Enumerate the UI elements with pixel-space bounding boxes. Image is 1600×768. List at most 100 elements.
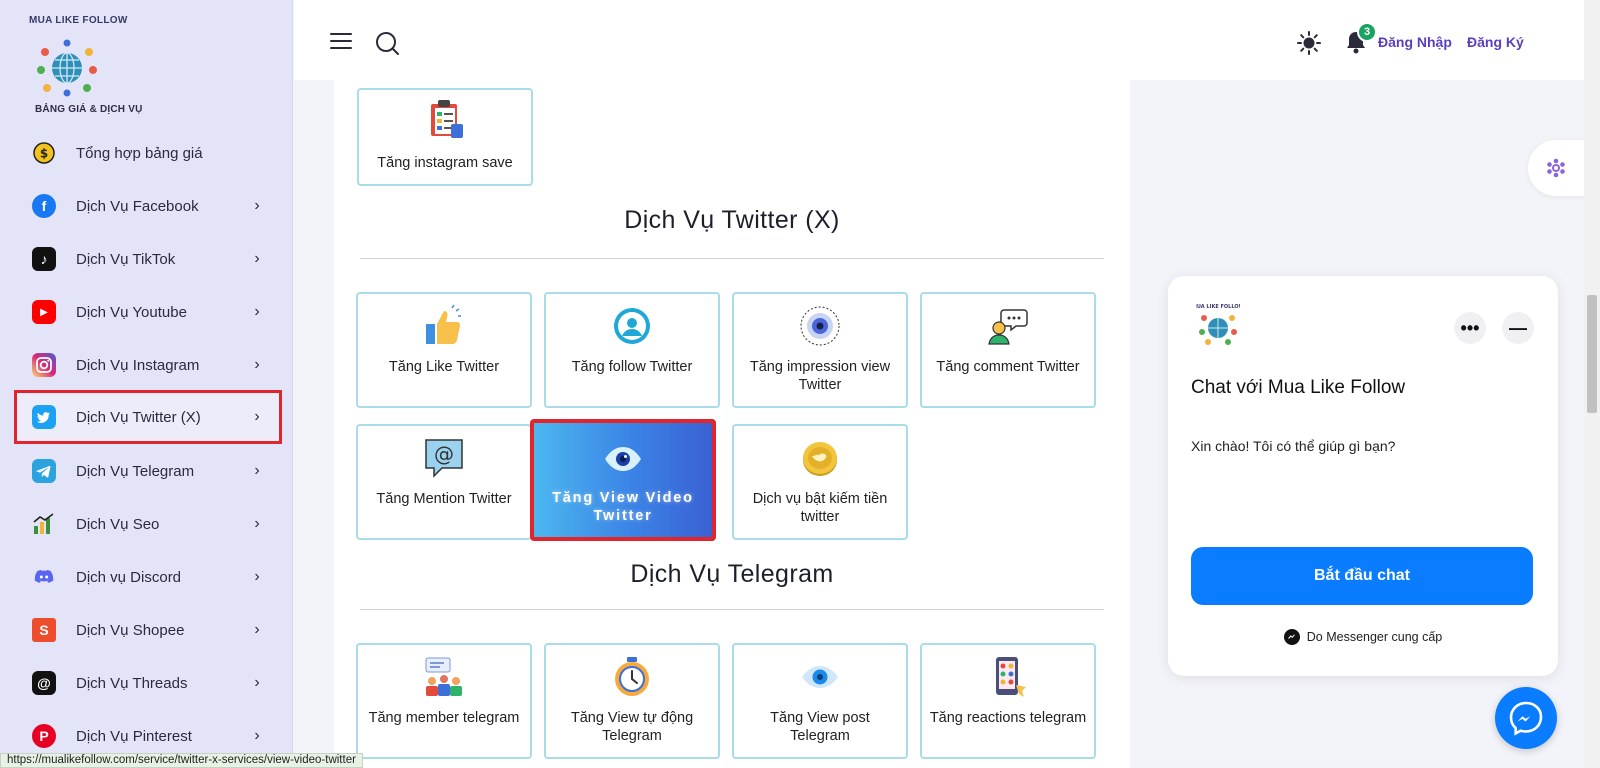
chevron-right-icon: › (254, 515, 260, 532)
chat-powered-by: Do Messenger cung cấp (1168, 629, 1558, 645)
dollar-coin-icon: $ (33, 142, 55, 164)
telegram-icon (32, 459, 56, 483)
thumbs-up-icon (426, 304, 461, 344)
threads-icon: @ (32, 671, 56, 695)
service-tile-label: Tăng View post Telegram (770, 710, 870, 744)
gold-coin-bird-icon (803, 442, 837, 476)
chevron-right-icon: › (254, 356, 260, 373)
tiktok-icon: ♪ (32, 247, 56, 271)
sidebar-item-pinterest[interactable]: P Dịch Vụ Pinterest › (14, 709, 282, 763)
sidebar-item-label: Dịch Vụ Telegram (76, 462, 195, 480)
section-heading-telegram: Dịch Vụ Telegram (630, 560, 834, 588)
sidebar-item-seo[interactable]: Dịch Vụ Seo › (14, 497, 282, 551)
service-tile-twitter-impression[interactable]: Tăng impression view Twitter (732, 292, 908, 408)
top-header: 3 Đăng Nhập Đăng Ký (294, 0, 1600, 80)
service-tile-twitter-follow[interactable]: Tăng follow Twitter (544, 292, 720, 408)
search-icon[interactable] (374, 30, 400, 56)
service-tile-label: Tăng Mention Twitter (376, 491, 512, 507)
theme-sun-icon[interactable] (1296, 30, 1322, 56)
service-tile-label: Tăng instagram save (377, 155, 513, 171)
service-tile-instagram-save[interactable]: Tăng instagram save (357, 88, 533, 186)
chat-more-button[interactable]: ••• (1454, 312, 1486, 344)
service-tile-twitter-video-view[interactable]: Tăng View Video Twitter (530, 419, 716, 541)
start-chat-button[interactable]: Bắt đầu chat (1191, 547, 1533, 605)
service-tile-twitter-monetize[interactable]: Dịch vụ bật kiếm tiền twitter (732, 424, 908, 540)
services-panel: Tăng instagram save Dịch Vụ Twitter (X) … (334, 80, 1130, 768)
sidebar-item-label: Dịch Vụ Threads (76, 674, 188, 692)
group-members-icon (425, 657, 462, 696)
chevron-right-icon: › (254, 197, 260, 214)
sidebar-item-label: Dịch vụ Discord (76, 568, 182, 586)
user-profile-icon (614, 308, 650, 344)
sidebar-item-instagram[interactable]: Dịch Vụ Instagram › (14, 338, 282, 392)
chevron-right-icon: › (254, 303, 260, 320)
svg-text:$: $ (40, 147, 48, 161)
section-divider (360, 258, 1104, 259)
section-heading-twitter: Dịch Vụ Twitter (X) (624, 206, 840, 234)
svg-text:@: @ (434, 442, 454, 466)
chevron-right-icon: › (254, 621, 260, 638)
sidebar-item-label: Dịch Vụ Pinterest (76, 727, 192, 745)
service-tile-label: Tăng comment Twitter (936, 359, 1080, 375)
chat-logo-icon: MUA LIKE FOLLOW (1196, 304, 1240, 345)
sidebar-item-label: Dịch Vụ Youtube (76, 303, 187, 321)
service-tile-label: Tăng Like Twitter (388, 359, 500, 375)
messenger-icon (1509, 701, 1543, 736)
sidebar-item-threads[interactable]: @ Dịch Vụ Threads › (14, 656, 282, 710)
auto-clock-icon (615, 657, 649, 696)
sidebar-item-label: Dịch Vụ TikTok (76, 250, 176, 268)
messenger-icon (1283, 629, 1300, 645)
sidebar-item-discord[interactable]: Dịch vụ Discord › (14, 550, 282, 604)
powered-by-text: Do Messenger cung cấp (1306, 630, 1443, 644)
sidebar-item-tiktok[interactable]: ♪ Dịch Vụ TikTok › (14, 232, 282, 286)
login-link[interactable]: Đăng Nhập (1378, 34, 1452, 50)
service-tile-label: Tăng follow Twitter (571, 359, 693, 375)
sidebar-item-label: Dịch Vụ Twitter (X) (76, 408, 201, 426)
service-tile-label: Tăng View Video Twitter (552, 490, 694, 524)
chevron-right-icon: › (254, 674, 260, 691)
logo-text: MUA LIKE FOLLOW (29, 15, 128, 26)
sidebar-item-shopee[interactable]: S Dịch Vụ Shopee › (14, 603, 282, 657)
sidebar-item-twitter[interactable]: Dịch Vụ Twitter (X) › (14, 390, 282, 444)
chevron-right-icon: › (254, 727, 260, 744)
hamburger-menu-icon[interactable] (330, 33, 352, 49)
scrollbar-thumb[interactable] (1587, 295, 1597, 413)
youtube-icon: ▶ (32, 300, 56, 324)
chevron-right-icon: › (254, 250, 260, 267)
discord-icon (34, 569, 54, 583)
chevron-right-icon: › (254, 462, 260, 479)
section-title: BẢNG GIÁ & DỊCH VỤ (35, 104, 143, 115)
gear-icon (1547, 158, 1565, 178)
register-link[interactable]: Đăng Ký (1467, 34, 1524, 50)
service-tile-telegram-post-view[interactable]: Tăng View post Telegram (732, 643, 908, 759)
sidebar: MUA LIKE FOLLOW BẢNG GIÁ & DỊCH VỤ $ Tổn… (0, 0, 293, 768)
sidebar-item-youtube[interactable]: ▶ Dịch Vụ Youtube › (14, 285, 282, 339)
sidebar-item-facebook[interactable]: f Dịch Vụ Facebook › (14, 179, 282, 233)
sidebar-item-label: Tổng hợp bảng giá (76, 144, 203, 162)
shopee-icon: S (32, 618, 56, 642)
service-tile-twitter-comment[interactable]: Tăng comment Twitter (920, 292, 1096, 408)
chevron-right-icon: › (254, 568, 260, 585)
service-tile-telegram-auto-view[interactable]: Tăng View tự động Telegram (544, 643, 720, 759)
instagram-icon (32, 353, 56, 377)
service-tile-telegram-reactions[interactable]: Tăng reactions telegram (920, 643, 1096, 759)
sidebar-item-telegram[interactable]: Dịch Vụ Telegram › (14, 444, 282, 498)
service-tile-telegram-member[interactable]: Tăng member telegram (356, 643, 532, 759)
chat-widget: MUA LIKE FOLLOW ••• — Chat với Mua Like … (1168, 276, 1558, 676)
twitter-icon (32, 405, 56, 429)
service-tile-twitter-like[interactable]: Tăng Like Twitter (356, 292, 532, 408)
eye-icon (605, 447, 641, 471)
sidebar-item-label: Dịch Vụ Instagram (76, 356, 200, 374)
sidebar-item-label: Dịch Vụ Shopee (76, 621, 185, 639)
chat-title: Chat với Mua Like Follow (1191, 377, 1406, 398)
service-tile-label: Tăng impression view Twitter (749, 359, 891, 393)
messenger-fab-button[interactable] (1495, 687, 1557, 749)
sidebar-item-price-list[interactable]: $ Tổng hợp bảng giá (14, 126, 282, 180)
chat-minimize-button[interactable]: — (1502, 312, 1534, 344)
notification-badge: 3 (1357, 22, 1377, 42)
service-tile-twitter-mention[interactable]: @ Tăng Mention Twitter (356, 424, 532, 540)
reaction-phone-icon (996, 657, 1026, 697)
logo-globe-icon[interactable] (33, 38, 101, 98)
facebook-icon: f (32, 194, 56, 218)
settings-toggle[interactable] (1528, 140, 1588, 196)
